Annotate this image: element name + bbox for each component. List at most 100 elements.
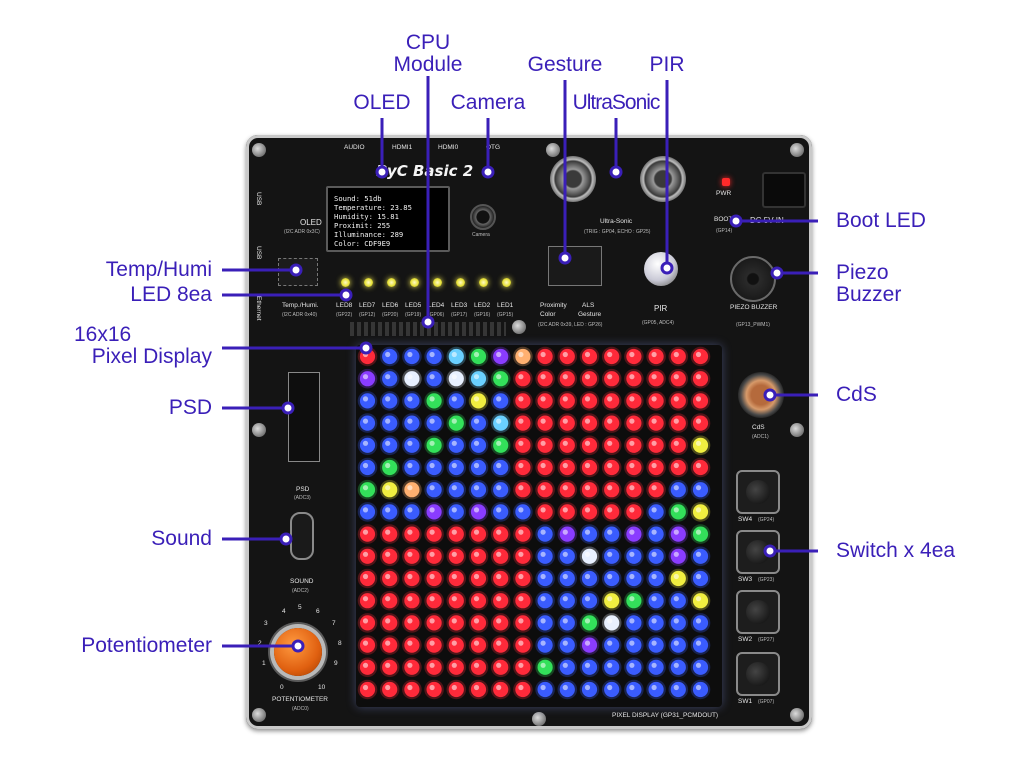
pixel-led: [537, 615, 553, 631]
callout-line: CPU: [405, 31, 451, 54]
pixel-led: [404, 437, 420, 453]
switch-sw3[interactable]: [736, 530, 780, 574]
pixel-highlight: [629, 551, 635, 557]
pixel-led: [537, 593, 553, 609]
pixel-highlight: [451, 418, 457, 424]
pixel-led: [404, 570, 420, 587]
pixel-led: [581, 482, 598, 498]
pixel-led: [626, 681, 642, 698]
pixel-highlight: [607, 640, 613, 646]
oled-line: Color: CDF9E9: [334, 239, 391, 248]
callout-psd: PSD: [168, 396, 212, 419]
screw: [790, 423, 804, 437]
pixel-highlight: [451, 374, 457, 380]
pixel-led: [493, 459, 509, 476]
pixel-highlight: [607, 462, 613, 469]
pixel-highlight: [607, 596, 613, 602]
pixel-led: [382, 637, 398, 653]
psd-label: PSD: [296, 486, 310, 493]
boot-label: BOOT: [714, 216, 733, 223]
pixel-led: [648, 437, 664, 453]
pixel-led: [515, 570, 531, 587]
pixel-led: [692, 504, 709, 520]
pixel-highlight: [673, 640, 679, 646]
pixel-led: [626, 459, 642, 476]
pixel-led: [493, 437, 509, 453]
hdmi0-port-label: HDMI0: [438, 144, 459, 151]
pixel-highlight: [584, 618, 591, 624]
pixel-led: [604, 393, 620, 409]
pixel-highlight: [651, 551, 657, 557]
pixel-highlight: [584, 662, 591, 668]
pixel-highlight: [518, 462, 524, 469]
dial-number: 9: [334, 660, 338, 667]
pixel-highlight: [385, 573, 391, 580]
pixel-led: [470, 371, 487, 387]
pixel-highlight: [540, 640, 546, 646]
pixel-highlight: [407, 418, 413, 424]
switch-sw4[interactable]: [736, 470, 780, 514]
pixel-highlight: [407, 440, 413, 446]
pixel-highlight: [562, 551, 568, 557]
pixel-led: [537, 637, 553, 653]
sw2-gp: (GP27): [758, 637, 775, 643]
pixel-led: [426, 637, 442, 653]
pixel-led: [493, 371, 509, 387]
pixel-highlight: [429, 551, 435, 557]
pixel-highlight: [362, 662, 369, 668]
pixel-led: [382, 593, 398, 609]
gesture-label: Gesture: [578, 311, 602, 318]
pixel-led: [359, 570, 376, 587]
pixel-highlight: [451, 684, 457, 691]
pixel-highlight: [451, 662, 457, 668]
pixel-led: [626, 348, 642, 365]
pixel-led: [448, 348, 464, 365]
pixel-led: [515, 637, 531, 653]
pixel-led: [426, 437, 442, 453]
pixel-led: [515, 548, 531, 564]
pixel-led: [581, 615, 598, 631]
pixel-led: [404, 681, 420, 698]
pixel-led: [426, 615, 442, 631]
pixel-led: [537, 681, 553, 698]
pixel-highlight: [362, 374, 369, 380]
pixel-led: [359, 415, 376, 431]
pixel-led: [404, 371, 420, 387]
pixel-highlight: [673, 551, 679, 557]
pixel-highlight: [651, 507, 657, 513]
switch-sw2[interactable]: [736, 590, 780, 634]
pixel-highlight: [473, 573, 480, 580]
pixel-led: [581, 371, 598, 387]
pixel-led: [359, 348, 376, 365]
led-4: [433, 278, 442, 287]
pixel-highlight: [362, 573, 369, 580]
pixel-highlight: [385, 418, 391, 424]
pixel-led: [692, 570, 709, 587]
pixel-led: [359, 659, 376, 675]
pixel-highlight: [540, 462, 546, 469]
pixel-highlight: [562, 440, 568, 446]
pixel-highlight: [673, 462, 679, 469]
pixel-highlight: [518, 640, 524, 646]
pixel-led: [670, 637, 686, 653]
switch-sw1[interactable]: [736, 652, 780, 696]
pixel-highlight: [562, 418, 568, 424]
potentiometer-knob[interactable]: [274, 628, 322, 676]
led-gp: (GP12): [359, 312, 376, 318]
led-gp: (GP17): [451, 312, 468, 318]
pixel-highlight: [695, 462, 702, 469]
pixel-highlight: [451, 396, 457, 402]
pixel-highlight: [496, 551, 502, 557]
pixel-led: [670, 526, 686, 542]
pixel-led: [626, 593, 642, 609]
temp-humi-sensor: [278, 258, 318, 286]
pixel-led: [493, 415, 509, 431]
led-label: LED6: [382, 302, 399, 309]
temp-humi-address: (I2C ADR 0x40): [282, 312, 318, 318]
pixel-highlight: [607, 418, 613, 424]
pixel-led: [670, 371, 686, 387]
pir-pins: (GP05, ADC4): [642, 320, 674, 326]
pixel-highlight: [407, 618, 413, 624]
pixel-led: [648, 593, 664, 609]
screw: [790, 143, 804, 157]
